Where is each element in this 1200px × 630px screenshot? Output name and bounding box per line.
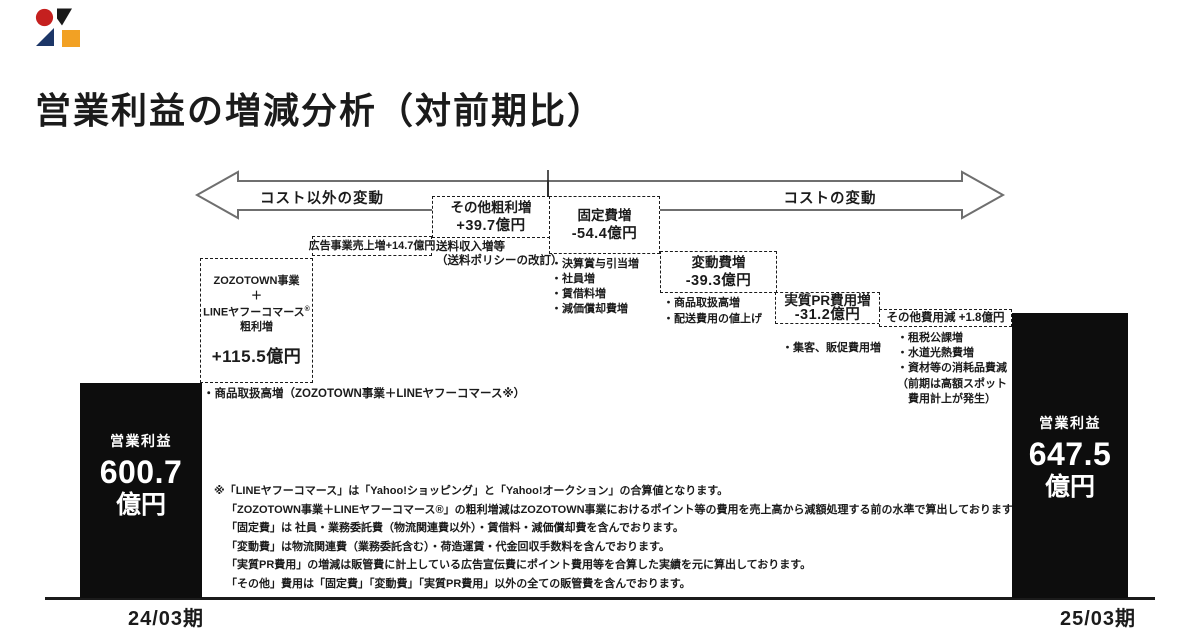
step-fixed-title: 固定費増 xyxy=(577,208,632,223)
step-variable-notes: ・商品取扱高増 ・配送費用の値上げ xyxy=(663,297,762,325)
step-pr-notes: ・集客、販促費用増 xyxy=(782,342,881,354)
step-pr-cost-box: 実質PR費用増 -31.2億円 xyxy=(775,292,880,324)
gross-note: ・商品取扱高増（ZOZOTOWN事業＋LINEヤフーコマース※） xyxy=(203,388,526,400)
step-gross-line4: 粗利増 xyxy=(240,321,273,334)
bar-start-label: 営業利益 xyxy=(110,433,172,449)
step-other-gross-box: その他粗利増 +39.7億円 xyxy=(432,196,550,238)
step-other-gross-value: +39.7億円 xyxy=(456,218,526,234)
axis-baseline xyxy=(45,597,1155,600)
direction-arrows xyxy=(194,170,1006,220)
footnote-line: 「その他」費用は「固定費」「変動費」「実質PR費用」以外の全ての販管費を含んでお… xyxy=(226,577,691,590)
step-other-gross-title: その他粗利増 xyxy=(450,200,532,215)
step-gross-line3: LINEヤフーコマース® xyxy=(203,306,310,319)
bar-start-value: 600.7 xyxy=(99,454,183,490)
footnotes: ※「LINEヤフーコマース」は「Yahoo!ショッピング」と「Yahoo!オーク… xyxy=(214,482,1023,594)
step-gross-line1: ZOZOTOWN事業 xyxy=(213,275,300,288)
footnote-line: 「変動費」は物流関連費（業務委託含む）・荷造運賃・代金回収手数料を含んでおります… xyxy=(226,540,670,553)
step-ad-label: 広告事業売上増+14.7億円 xyxy=(308,239,436,252)
step-other-cost-label: その他費用減 +1.8億円 xyxy=(886,311,1005,324)
step-other-gross-notes: 送料収入増等 （送料ポリシーの改訂） xyxy=(436,241,563,267)
bar-start-unit: 億円 xyxy=(115,490,166,519)
step-variable-value: -39.3億円 xyxy=(685,273,752,289)
step-ad-box: 広告事業売上増+14.7億円 xyxy=(309,236,435,256)
step-variable-title: 変動費増 xyxy=(691,255,746,270)
bar-start: 営業利益 600.7 億円 xyxy=(80,383,202,598)
footnote-line: 「実質PR費用」の増減は販管費に計上している広告宣伝費にポイント費用等を合算した… xyxy=(226,559,812,572)
left-arrow-label: コスト以外の変動 xyxy=(260,191,384,207)
bar-end-label: 営業利益 xyxy=(1039,415,1101,431)
footnote-line: 「固定費」は 社員・業務委託費（物流関連費以外）・賃借料・減価償却費を含んでおり… xyxy=(226,522,684,535)
zozo-logo-icon xyxy=(35,8,80,47)
step-gross-value: +115.5億円 xyxy=(211,346,302,366)
period-end: 25/03期 xyxy=(1059,608,1137,630)
step-gross-profit-box: ZOZOTOWN事業 ＋ LINEヤフーコマース® 粗利増 +115.5億円 xyxy=(200,258,313,383)
page-title: 営業利益の増減分析（対前期比） xyxy=(35,90,606,131)
step-pr-value: -31.2億円 xyxy=(794,307,861,323)
step-fixed-value: -54.4億円 xyxy=(571,226,638,242)
step-other-cost-notes: ・租税公課増 ・水道光熱費増 ・資材等の消耗品費減 （前期は高額スポット 費用計… xyxy=(897,332,1007,405)
bar-end-value: 647.5 xyxy=(1028,436,1112,472)
bar-end-unit: 億円 xyxy=(1044,472,1095,501)
step-fixed-cost-box: 固定費増 -54.4億円 xyxy=(549,196,660,254)
step-fixed-notes: ・決算賞与引当増 ・社員増 ・賃借料増 ・減価償却費増 xyxy=(551,258,639,315)
step-other-cost-box: その他費用減 +1.8億円 xyxy=(879,309,1012,327)
bar-end: 営業利益 647.5 億円 xyxy=(1012,313,1128,598)
footnote-line: 「ZOZOTOWN事業＋LINEヤフーコマース®」の粗利増減はZOZOTOWN事… xyxy=(226,503,1023,516)
right-arrow-label: コストの変動 xyxy=(783,191,877,207)
step-variable-cost-box: 変動費増 -39.3億円 xyxy=(660,251,777,293)
period-start: 24/03期 xyxy=(127,608,205,630)
footnote-line: ※「LINEヤフーコマース」は「Yahoo!ショッピング」と「Yahoo!オーク… xyxy=(214,485,729,497)
step-pr-title: 実質PR費用増 xyxy=(784,293,871,308)
step-gross-line2: ＋ xyxy=(251,289,262,302)
